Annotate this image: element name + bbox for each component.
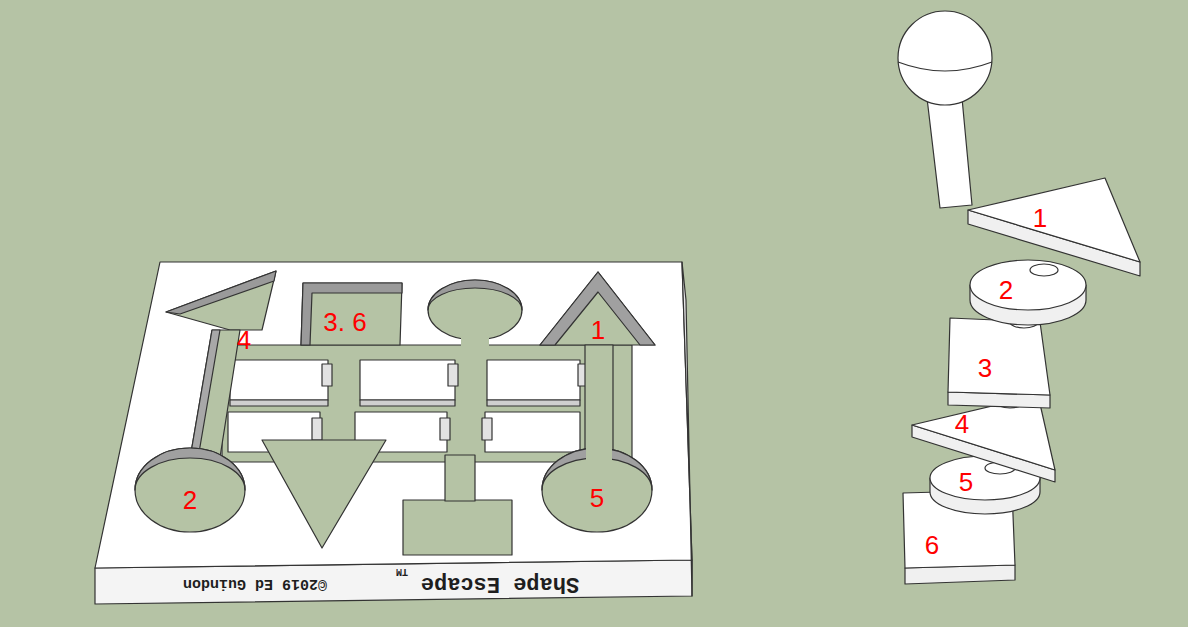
engraved-copyright: ©2019 Ed Guindon bbox=[183, 576, 327, 591]
triangle-piece-top bbox=[968, 178, 1140, 262]
square-piece-top bbox=[948, 318, 1050, 395]
maze-key bbox=[482, 418, 492, 440]
callout-number: 5 bbox=[590, 485, 604, 511]
knob-equator bbox=[898, 62, 992, 71]
callout-number: 6 bbox=[925, 532, 939, 558]
arrow-stem-cutout bbox=[585, 345, 613, 455]
board-side-face bbox=[682, 262, 692, 596]
maze-block-wall bbox=[360, 400, 455, 406]
engraved-title: Shape Escape bbox=[421, 572, 579, 594]
maze-block bbox=[360, 360, 455, 400]
maze-block-wall bbox=[487, 400, 580, 406]
callout-number: 4 bbox=[237, 327, 251, 353]
circle-neck bbox=[461, 336, 489, 348]
callout-number: 4 bbox=[955, 411, 969, 437]
callout-number: 1 bbox=[591, 317, 605, 343]
maze-key bbox=[440, 418, 450, 440]
callout-number: 2 bbox=[183, 487, 197, 513]
arrow-stem-cutout bbox=[586, 440, 612, 470]
square-cutout bbox=[403, 500, 512, 555]
circle-cutout bbox=[135, 448, 245, 532]
disc-piece-top bbox=[970, 260, 1086, 310]
maze-key bbox=[322, 364, 332, 386]
board-top-face bbox=[95, 262, 692, 568]
circle-wall bbox=[428, 280, 522, 310]
callout-number: 1 bbox=[1033, 205, 1047, 231]
square-wall bbox=[301, 283, 402, 345]
flag-cutout bbox=[166, 271, 276, 330]
maze-block bbox=[230, 360, 328, 400]
maze-block bbox=[487, 360, 580, 400]
handle-stem bbox=[927, 98, 972, 208]
square-neck bbox=[445, 455, 475, 501]
puzzle-board bbox=[95, 262, 692, 604]
circle-cutout bbox=[428, 280, 522, 340]
arrow-head-cutout bbox=[540, 272, 655, 345]
maze-key bbox=[448, 364, 458, 386]
callout-number: 5 bbox=[959, 469, 973, 495]
maze-key bbox=[312, 418, 322, 440]
maze-block bbox=[485, 412, 580, 452]
piece-stack bbox=[898, 11, 1140, 584]
flag-wall bbox=[166, 271, 276, 314]
engraved-trademark: TM bbox=[396, 566, 408, 576]
arrow-head-wall bbox=[540, 272, 655, 345]
maze-block-wall bbox=[230, 400, 328, 406]
handle-knob bbox=[898, 11, 992, 105]
triangle-cutout bbox=[262, 440, 386, 548]
square-cutout bbox=[301, 283, 402, 345]
callout-number: 3. 6 bbox=[323, 309, 366, 335]
callout-number: 2 bbox=[999, 277, 1013, 303]
circle-wall bbox=[135, 448, 245, 490]
shaft-collar bbox=[1030, 264, 1058, 276]
callout-number: 3 bbox=[978, 355, 992, 381]
